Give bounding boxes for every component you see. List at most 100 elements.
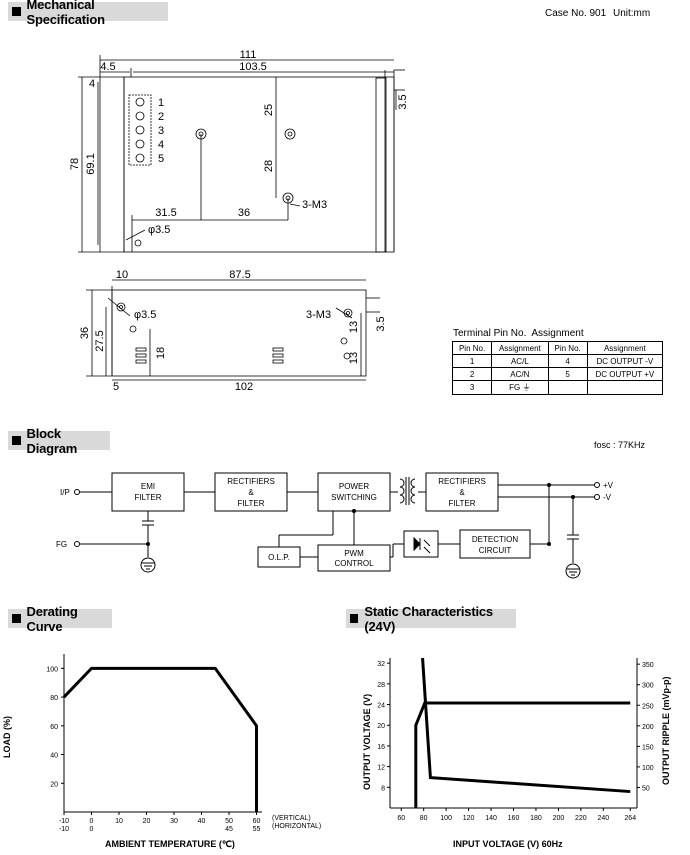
static-x-tick-label: 100: [440, 815, 452, 822]
case-no: Case No. 901: [545, 8, 607, 19]
mech-top-drawing: 111 103.5 4.5 4 25 28 3-M3 31.5 36 φ3.5 …: [69, 49, 409, 253]
dim-phi-3-5: φ3.5: [148, 224, 170, 236]
mech-side-drawing: 10 87.5 φ3.5 3-M3 36 27.5 18 13 13 3.5 5…: [79, 269, 387, 393]
olp-label: O.L.P.: [268, 553, 290, 562]
derating-y-tick-label: 80: [50, 695, 58, 702]
side-dim-87-5: 87.5: [229, 269, 250, 281]
table-row: 1 AC/L 4 DC OUTPUT -V: [451, 354, 664, 368]
dim-31-5: 31.5: [155, 207, 176, 219]
table-row: 2 AC/N 5 DC OUTPUT +V: [451, 367, 664, 381]
dim-69-1: 69.1: [85, 153, 97, 174]
side-dim-13-a: 13: [348, 321, 360, 333]
table-cell: DC OUTPUT -V: [586, 354, 664, 368]
static-y-left-tick-label: 32: [377, 661, 385, 668]
block-diagram-header: Block Diagram: [8, 426, 110, 456]
derating-y-tick-label: 20: [50, 781, 58, 788]
dim-3-5-right: 3.5: [397, 94, 409, 109]
derating-title: Derating Curve: [26, 603, 78, 634]
table-cell: AC/N: [491, 367, 549, 381]
static-y-right-tick-label: 100: [642, 765, 654, 772]
derating-x-tick-label-vertical: 60: [253, 818, 261, 825]
pwm-line2: CONTROL: [334, 559, 374, 568]
dim-103-5: 103.5: [239, 61, 267, 73]
static-y-right-tick-label: 300: [642, 683, 654, 690]
derating-xlabel: AMBIENT TEMPERATURE (℃): [105, 839, 235, 849]
static-y-left-tick-label: 20: [377, 723, 385, 730]
side-dim-102: 102: [235, 381, 253, 393]
derating-x-tick-label-horizontal: 0: [90, 826, 94, 833]
ip-label: I/P: [60, 488, 70, 497]
static-y-right-tick-label: 150: [642, 744, 654, 751]
static-series: [414, 657, 631, 808]
static-x-tick-label: 180: [530, 815, 542, 822]
static-x-tick-label: 264: [624, 815, 636, 822]
bullet-square-icon: [12, 7, 21, 16]
pin-label-4: 4: [158, 139, 164, 151]
minus-v-label: -V: [603, 493, 612, 502]
static-output-voltage-line: [414, 701, 631, 808]
power-line1: POWER: [339, 482, 369, 491]
mech-spec-header: Mechanical Specification: [8, 0, 168, 27]
static-header: Static Characteristics (24V): [346, 604, 516, 634]
mech-spec-title: Mechanical Specification: [26, 0, 106, 27]
block-diagram-title: Block Diagram: [26, 425, 78, 456]
static-title: Static Characteristics (24V): [364, 603, 493, 634]
static-xlabel: INPUT VOLTAGE (V) 60Hz: [453, 839, 563, 849]
table-cell: [547, 380, 588, 395]
rect2-line2: &: [459, 488, 465, 497]
plus-v-label: +V: [603, 481, 614, 490]
rect1-line3: FILTER: [238, 499, 265, 508]
side-dim-27-5: 27.5: [94, 330, 106, 351]
detect-line1: DETECTION: [472, 535, 518, 544]
derating-x-tick-label-vertical: 30: [170, 818, 178, 825]
power-line2: SWITCHING: [331, 493, 377, 502]
derating-x-tick-label-vertical: 20: [143, 818, 151, 825]
derating-y-tick-label: 100: [46, 666, 58, 673]
terminal-table: Pin No. Assignment Pin No. Assignment 1 …: [451, 341, 664, 395]
derating-x-tick-label-horizontal: -10: [59, 826, 69, 833]
derating-vertical-label: (VERTICAL): [272, 815, 311, 822]
table-cell: 4: [547, 354, 588, 368]
static-x-tick-label: 60: [397, 815, 405, 822]
static-y-right-tick-label: 350: [642, 662, 654, 669]
table-header-row: Pin No. Assignment Pin No. Assignment: [451, 341, 664, 355]
dim-4-5: 4.5: [100, 61, 115, 73]
detect-line2: CIRCUIT: [479, 546, 512, 555]
table-cell: DC OUTPUT +V: [586, 367, 664, 381]
side-dim-3-5: 3.5: [375, 316, 387, 331]
derating-x-tick-label-horizontal: 45: [225, 826, 233, 833]
fosc-label: fosc : 77KHz: [594, 440, 646, 450]
static-y-right-tick-label: 50: [642, 785, 650, 792]
table-header-cell: Pin No.: [451, 341, 493, 355]
rect2-line3: FILTER: [449, 499, 476, 508]
static-output-ripple-line: [421, 657, 631, 794]
table-row: 3 FG ⏚: [451, 380, 664, 395]
derating-x-tick-label-horizontal: 55: [253, 826, 261, 833]
derating-curve-line: [62, 666, 258, 812]
emi-filter-line1: EMI: [141, 482, 155, 491]
bullet-square-icon: [350, 614, 359, 623]
bullet-square-icon: [12, 436, 21, 445]
table-cell: 5: [547, 367, 588, 381]
table-cell: 1: [451, 354, 493, 368]
side-dim-10: 10: [116, 269, 128, 281]
table-header-cell: Pin No.: [547, 341, 588, 355]
dim-28: 28: [263, 160, 275, 172]
pin-label-3: 3: [158, 125, 164, 137]
side-dim-13-b: 13: [348, 352, 360, 364]
block-diagram: I/P FG EMI FILTER RECTIFIERS & FILTER PO…: [56, 472, 614, 579]
dim-4: 4: [89, 78, 95, 90]
derating-x-tick-label-vertical: -10: [59, 818, 69, 825]
derating-x-tick-label-vertical: 0: [90, 818, 94, 825]
derating-x-tick-label-vertical: 40: [198, 818, 206, 825]
pwm-line1: PWM: [344, 549, 364, 558]
static-y-right-tick-label: 250: [642, 703, 654, 710]
static-x-tick-label: 200: [553, 815, 565, 822]
table-cell: FG ⏚: [491, 380, 549, 395]
terminal-title: Terminal Pin No. Assignment: [453, 328, 584, 339]
derating-header: Derating Curve: [8, 604, 112, 634]
static-y-left-tick-label: 24: [377, 703, 385, 710]
derating-axes: [63, 654, 262, 813]
table-header-cell: Assignment: [586, 341, 664, 355]
